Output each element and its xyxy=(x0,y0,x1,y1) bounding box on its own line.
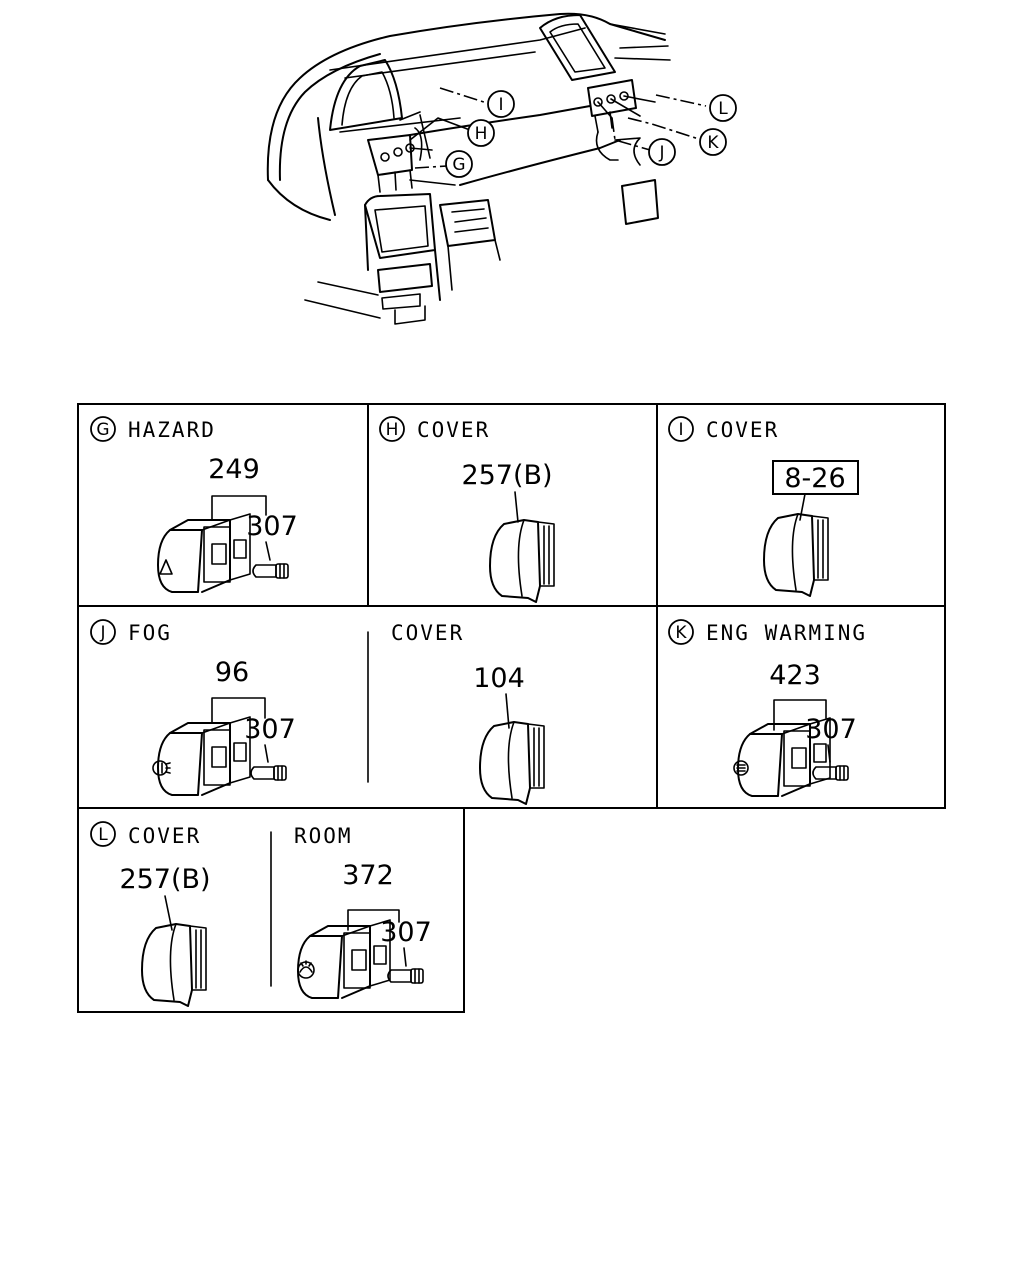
callout-I: I xyxy=(487,90,515,118)
part-number-fog-cover: 104 xyxy=(473,663,525,694)
callout-H-label: H xyxy=(475,124,488,144)
part-number-cover-l: 257(B) xyxy=(119,864,210,895)
part-number-fog-bulb: 307 xyxy=(244,714,296,745)
panel-fog-title: FOG xyxy=(128,621,172,645)
panel-cover-l: L COVER 257(B) ROOM 372 307 xyxy=(90,821,432,1007)
parts-grid xyxy=(77,403,946,1013)
part-number-room-switch: 372 xyxy=(342,860,394,891)
part-number-room-bulb: 307 xyxy=(380,917,432,948)
callout-G-label: G xyxy=(452,155,465,175)
hazard-bulb-illustration xyxy=(252,563,289,579)
panel-hazard-letter: G xyxy=(96,420,109,440)
callout-H: H xyxy=(467,119,495,147)
cover-h-illustration xyxy=(489,519,555,603)
callout-G: G xyxy=(445,150,473,178)
fog-cover-illustration xyxy=(479,721,545,805)
panel-fog-letter: J xyxy=(99,623,105,643)
cover-i-illustration xyxy=(763,513,829,597)
panel-cover-i-letter: I xyxy=(678,420,683,440)
hazard-switch-illustration xyxy=(157,513,251,593)
panel-eng-warming: K ENG WARMING 423 307 xyxy=(668,619,867,797)
panel-cover-l-title: COVER xyxy=(128,824,201,848)
panel-cover-i-title: COVER xyxy=(706,418,779,442)
part-number-fog-switch: 96 xyxy=(215,657,249,688)
callout-K: K xyxy=(699,128,727,156)
callout-J-label: J xyxy=(658,143,664,163)
callout-L: L xyxy=(709,94,737,122)
room-lamp-icon xyxy=(297,960,315,979)
part-number-hazard-switch: 249 xyxy=(208,454,260,485)
callout-K-label: K xyxy=(707,133,719,153)
panel-fog: J FOG 96 307 COVER 104 xyxy=(90,619,545,805)
panel-cover-h: H COVER 257(B) xyxy=(379,416,555,603)
callout-J: J xyxy=(648,138,676,166)
part-number-eng-warming-bulb: 307 xyxy=(805,714,857,745)
callout-leaders xyxy=(409,87,707,169)
panel-cover-l-letter: L xyxy=(98,825,108,845)
panel-eng-warming-letter: K xyxy=(675,623,687,643)
room-switch-illustration xyxy=(297,919,391,999)
part-number-cover-h: 257(B) xyxy=(461,460,552,491)
panel-hazard-title: HAZARD xyxy=(128,418,216,442)
fog-bulb-illustration xyxy=(250,765,287,781)
panel-cover-h-letter: H xyxy=(386,420,399,440)
part-number-eng-warming-switch: 423 xyxy=(769,660,821,691)
hazard-triangle-icon xyxy=(159,559,173,575)
panel-fog-cover-title: COVER xyxy=(391,621,464,645)
eng-warming-icon xyxy=(733,760,749,776)
callout-L-label: L xyxy=(718,99,728,119)
reference-number-cover-i: 8-26 xyxy=(784,463,845,494)
panel-hazard: G HAZARD 249 307 xyxy=(90,416,298,593)
panel-cover-i: I COVER 8-26 xyxy=(668,416,859,597)
cover-l-illustration xyxy=(141,923,207,1007)
fog-switch-illustration xyxy=(157,716,251,796)
fog-lamp-icon xyxy=(152,760,171,776)
panel-room-title: ROOM xyxy=(294,824,353,848)
callout-I-label: I xyxy=(498,95,503,115)
part-number-hazard-bulb: 307 xyxy=(246,511,298,542)
room-bulb-illustration xyxy=(387,968,424,984)
panel-cover-h-title: COVER xyxy=(417,418,490,442)
panel-eng-warming-title: ENG WARMING xyxy=(706,621,867,645)
instrument-panel-illustration xyxy=(266,12,671,325)
